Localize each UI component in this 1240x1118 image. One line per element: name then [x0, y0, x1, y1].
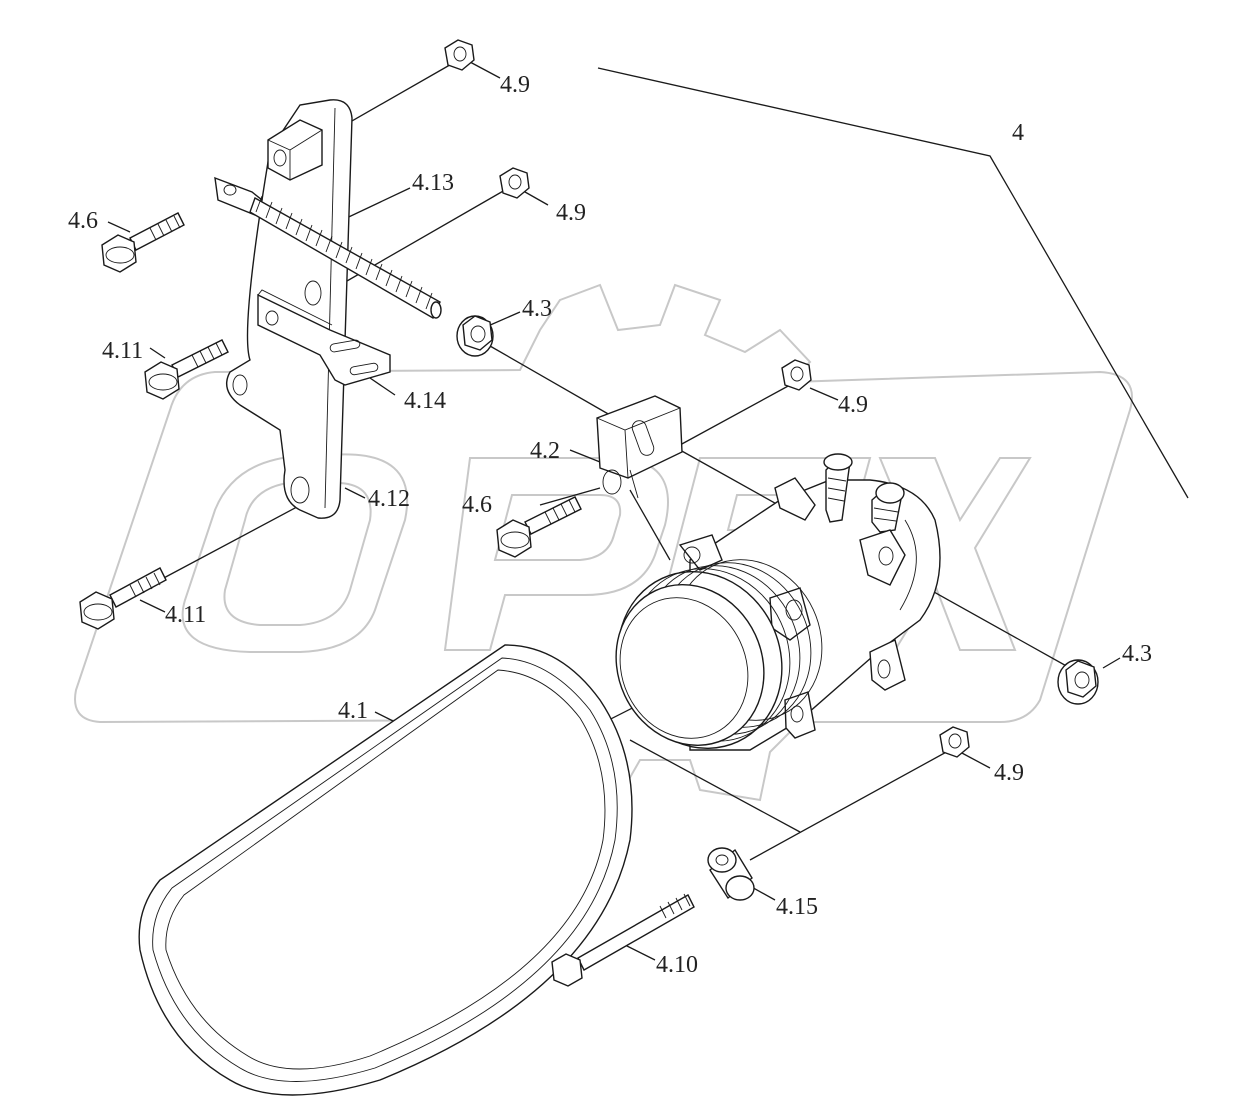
flange-nut-4-3-top: [456, 315, 494, 357]
flange-nut-4-3-right: [1057, 659, 1099, 705]
part-labels: 4 4.9 4.13 4.9 4.6 4.3 4.11 4.14 4.9 4.2…: [68, 72, 1152, 978]
bracket-4-12: [226, 99, 353, 519]
label-assembly: 4: [1012, 120, 1024, 146]
label-nut-4-3-right: 4.3: [1122, 641, 1152, 667]
bolt-4-11-lower: [79, 567, 167, 630]
label-bolt-4-10: 4.10: [656, 952, 698, 978]
belt-4-1: [138, 644, 633, 1096]
label-nut-4-3-top: 4.3: [522, 296, 552, 322]
label-bolt-4-6-top: 4.6: [68, 208, 98, 234]
label-nut-4-9-top: 4.9: [500, 72, 530, 98]
bolt-4-6-top: [101, 212, 185, 273]
nut-4-9-middle: [781, 359, 812, 391]
label-bolt-4-11-upper: 4.11: [102, 338, 143, 364]
label-nut-4-9-upper: 4.9: [556, 200, 586, 226]
label-bracket-block: 4.2: [530, 438, 560, 464]
label-nut-4-9-lower: 4.9: [994, 760, 1024, 786]
label-bolt-4-6-middle: 4.6: [462, 492, 492, 518]
assembly-bracket-lines: [597, 67, 1189, 499]
bolt-4-10: [551, 893, 695, 987]
nut-4-9-lower: [939, 726, 970, 758]
label-bolt-4-11-lower: 4.11: [165, 602, 206, 628]
bolt-4-11-upper: [144, 339, 229, 400]
watermark-letter-o: [181, 453, 409, 653]
label-threaded-rod: 4.13: [412, 170, 454, 196]
threaded-rod-4-13: [214, 176, 442, 319]
nut-4-9-top: [444, 39, 475, 71]
watermark-gear: [74, 283, 1133, 802]
rod-thread: [255, 195, 433, 310]
label-bracket-4-12: 4.12: [368, 486, 410, 512]
nut-4-9-upper: [499, 167, 530, 199]
spacer-4-15: [707, 847, 755, 901]
plate-4-14: [257, 289, 391, 386]
label-spacer: 4.15: [776, 894, 818, 920]
label-nut-4-9-middle: 4.9: [838, 392, 868, 418]
label-belt: 4.1: [338, 698, 368, 724]
compressor-body: [615, 453, 941, 751]
bracket-block-4-2: [596, 395, 683, 499]
bolt-4-6-middle: [496, 496, 582, 558]
label-plate-4-14: 4.14: [404, 388, 446, 414]
